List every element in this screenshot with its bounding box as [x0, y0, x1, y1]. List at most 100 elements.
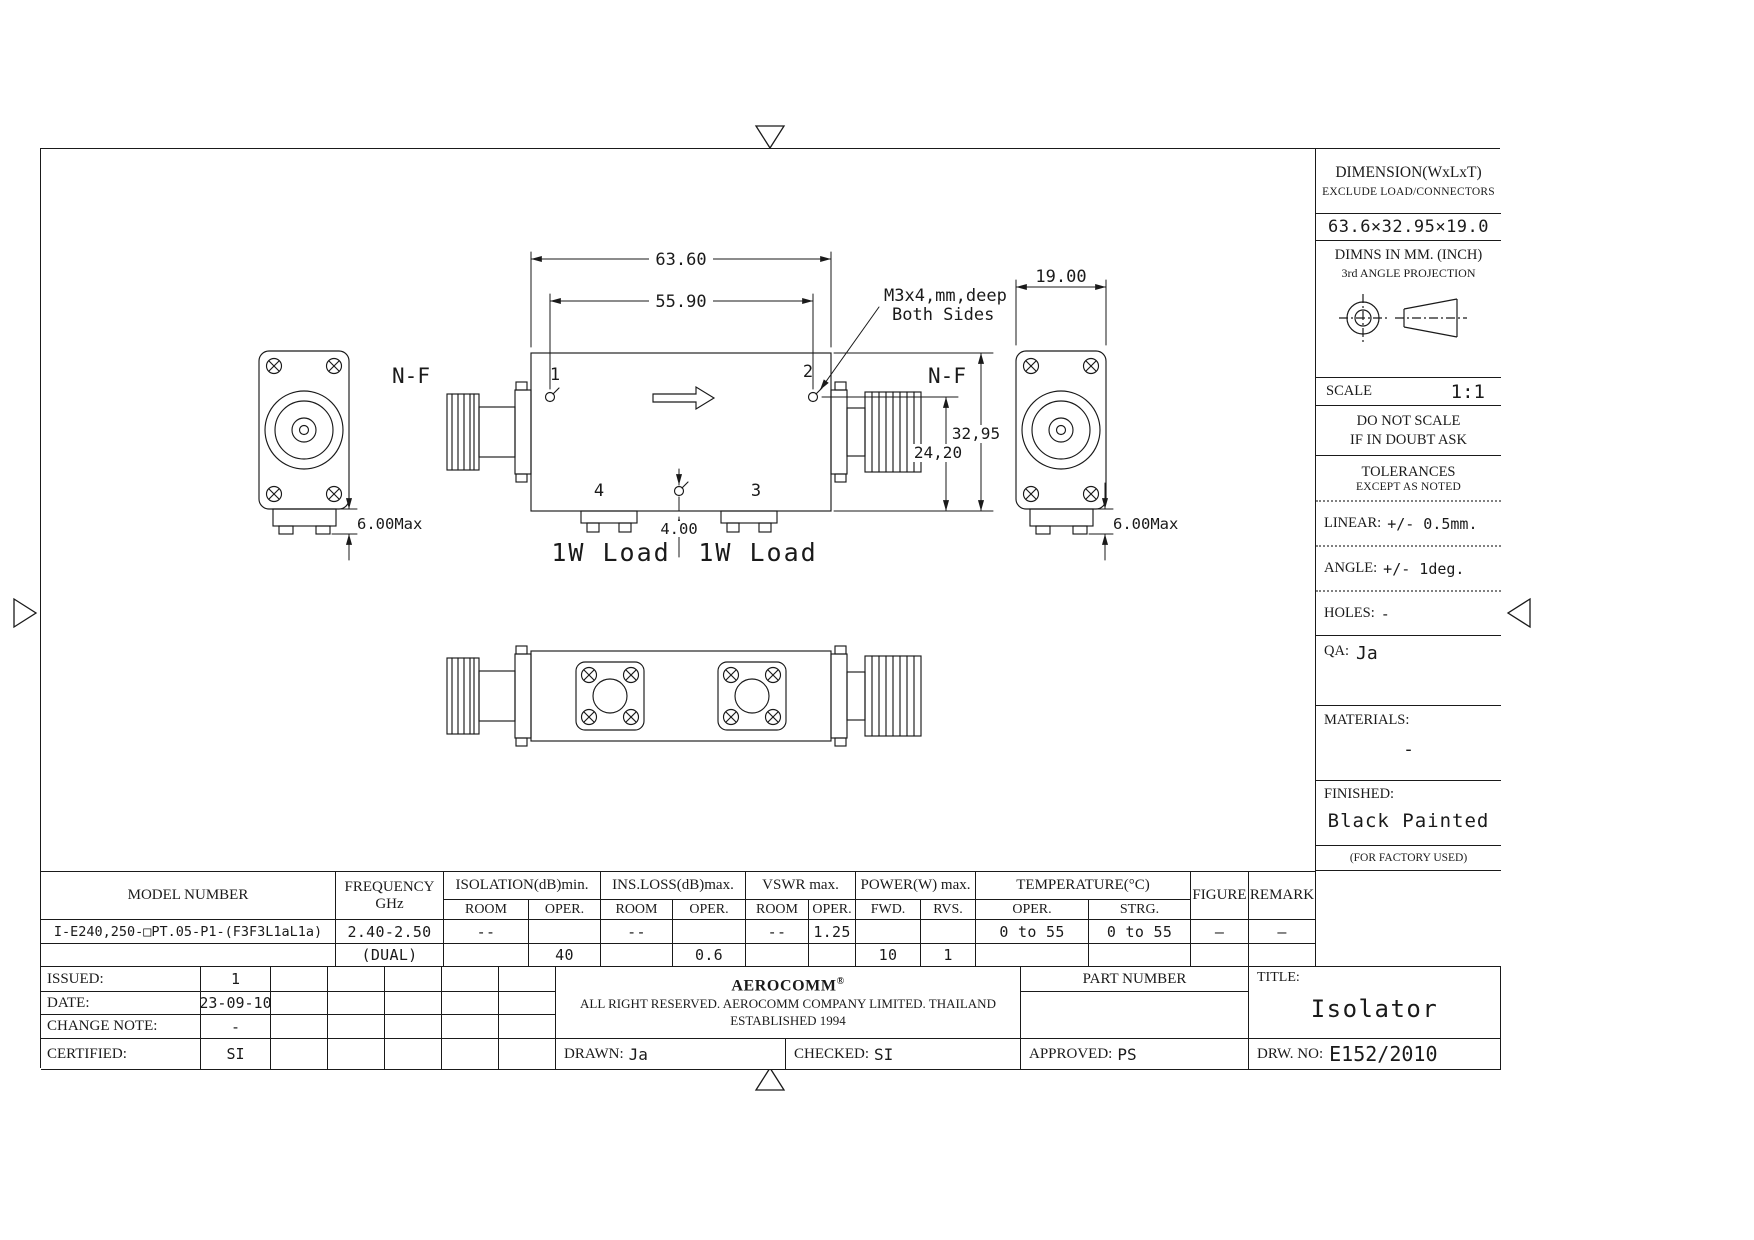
holes-label: HOLES: [1324, 605, 1375, 621]
load-left-label: 1W Load [551, 538, 670, 567]
nf-connector-left [446, 381, 532, 483]
rights-line2: ESTABLISHED 1994 [730, 1013, 846, 1029]
projection-section: DIMNS IN MM. (INCH) 3rd ANGLE PROJECTION [1316, 241, 1501, 406]
left-side-view [259, 351, 349, 534]
empty-cell [1089, 944, 1191, 967]
empty-cell [442, 1015, 499, 1039]
model-number-value: I-E240,250-□PT.05-P1-(F3F3L1aL1a) [41, 920, 336, 944]
empty-cell [41, 944, 336, 967]
empty-cell [444, 944, 529, 967]
materials-label: MATERIALS: [1324, 712, 1410, 728]
change-note-label: CHANGE NOTE: [41, 1015, 201, 1039]
finished-value: Black Painted [1327, 810, 1490, 832]
subcol-isolation-room: ROOM [444, 900, 529, 920]
flange-right [718, 662, 786, 730]
port-1-label: 1 [550, 365, 560, 385]
empty-cell [499, 1015, 556, 1039]
subcol-vswr-room: ROOM [746, 900, 809, 920]
port-2-label: 2 [803, 362, 813, 382]
drawing-frame: 63.60 55.90 M3x4,mm,deep Both Sides N-F … [40, 148, 1501, 1070]
title-label: TITLE: [1257, 970, 1300, 985]
qa-label: QA: [1324, 643, 1349, 659]
figure-value: — [1191, 920, 1249, 944]
spec-table: MODEL NUMBER FREQUENCY GHz ISOLATION(dB)… [41, 871, 1316, 967]
angle-value: +/- 1deg. [1383, 559, 1465, 578]
checked-value: SI [874, 1044, 894, 1064]
empty-cell [976, 944, 1089, 967]
frequency-value: 2.40-2.50 [336, 920, 444, 944]
tolerance-angle: ANGLE: +/- 1deg. [1316, 547, 1501, 592]
vswr-oper-value: 1.25 [809, 920, 856, 944]
drawing-number-cell: DRW. NO: E152/2010 [1249, 1039, 1501, 1070]
scale-row: SCALE 1:1 [1316, 377, 1501, 405]
company-text: AEROCOMM [731, 977, 837, 995]
empty-cell [809, 944, 856, 967]
materials-section: MATERIALS: - [1316, 706, 1501, 781]
checked-cell: CHECKED: SI [786, 1039, 1021, 1070]
dim-32-95-label: 32,95 [952, 424, 1000, 443]
registered-mark: ® [836, 975, 845, 987]
col-header-temperature: TEMPERATURE(°C) [976, 872, 1191, 900]
vswr-room-value: -- [746, 920, 809, 944]
col-header-vswr: VSWR max. [746, 872, 856, 900]
col-header-figure: FIGURE [1191, 872, 1249, 920]
empty-cell [385, 1015, 442, 1039]
subcol-insloss-oper: OPER. [673, 900, 746, 920]
scale-value: 1:1 [1450, 380, 1485, 403]
third-angle-projection-icon [1338, 294, 1467, 342]
subcol-power-fwd: FWD. [856, 900, 921, 920]
port-4-label: 4 [594, 481, 604, 501]
load-tab-right [720, 510, 778, 533]
empty-cell [499, 992, 556, 1015]
dim-24-20-label: 24,20 [914, 443, 962, 462]
panel-empty-section [1316, 871, 1501, 966]
title-value: Isolator [1310, 994, 1439, 1023]
qa-section: QA: Ja [1316, 636, 1501, 706]
dim-6-00max-right-label: 6.00Max [1113, 515, 1178, 533]
empty-cell [529, 920, 601, 944]
drawn-value: Ja [628, 1044, 648, 1064]
empty-cell [921, 920, 976, 944]
empty-cell [1191, 944, 1249, 967]
units-line1: DIMNS IN MM. (INCH) [1334, 247, 1483, 263]
subcol-temp-oper: OPER. [976, 900, 1089, 920]
isolation-room-value: -- [444, 920, 529, 944]
drw-no-value: E152/2010 [1329, 1042, 1438, 1066]
remark-value: — [1249, 920, 1316, 944]
empty-cell [442, 1039, 499, 1070]
empty-cell [385, 1039, 442, 1070]
empty-cell [271, 1039, 328, 1070]
center-mark-top [754, 125, 786, 150]
title-block-panel: DIMENSION(WxLxT) EXCLUDE LOAD/CONNECTORS… [1315, 149, 1501, 966]
part-number-empty [1021, 992, 1249, 1039]
empty-cell [442, 992, 499, 1015]
drawn-label: DRAWN: [564, 1045, 624, 1062]
units-line2: 3rd ANGLE PROJECTION [1341, 266, 1476, 280]
power-fwd-value: 10 [856, 944, 921, 967]
empty-cell [499, 967, 556, 992]
approved-cell: APPROVED: PS [1021, 1039, 1249, 1070]
power-rvs-value: 1 [921, 944, 976, 967]
empty-cell [673, 920, 746, 944]
certified-value: SI [201, 1039, 271, 1070]
date-label: DATE: [41, 992, 201, 1015]
subcol-temp-strg: STRG. [1089, 900, 1191, 920]
col-header-insloss: INS.LOSS(dB)max. [601, 872, 746, 900]
empty-cell [385, 967, 442, 992]
temp-strg-value: 0 to 55 [1089, 920, 1191, 944]
technical-drawing: 63.60 55.90 M3x4,mm,deep Both Sides N-F … [41, 249, 1178, 747]
subcol-isolation-oper: OPER. [529, 900, 601, 920]
subcol-insloss-room: ROOM [601, 900, 673, 920]
dimension-note: EXCLUDE LOAD/CONNECTORS [1322, 186, 1495, 198]
certified-label: CERTIFIED: [41, 1039, 201, 1070]
empty-cell [271, 992, 328, 1015]
tolerance-holes: HOLES: - [1316, 592, 1501, 635]
note-line1: M3x4,mm,deep [884, 286, 1007, 306]
company-block: AEROCOMM® ALL RIGHT RESERVED. AEROCOMM C… [556, 967, 1021, 1039]
front-view [446, 352, 922, 533]
dimension-section: DIMENSION(WxLxT) EXCLUDE LOAD/CONNECTORS [1316, 149, 1501, 214]
frequency-dual-value: (DUAL) [336, 944, 444, 967]
bottom-view [446, 645, 922, 747]
dimension-header: DIMENSION(WxLxT) [1335, 164, 1482, 181]
